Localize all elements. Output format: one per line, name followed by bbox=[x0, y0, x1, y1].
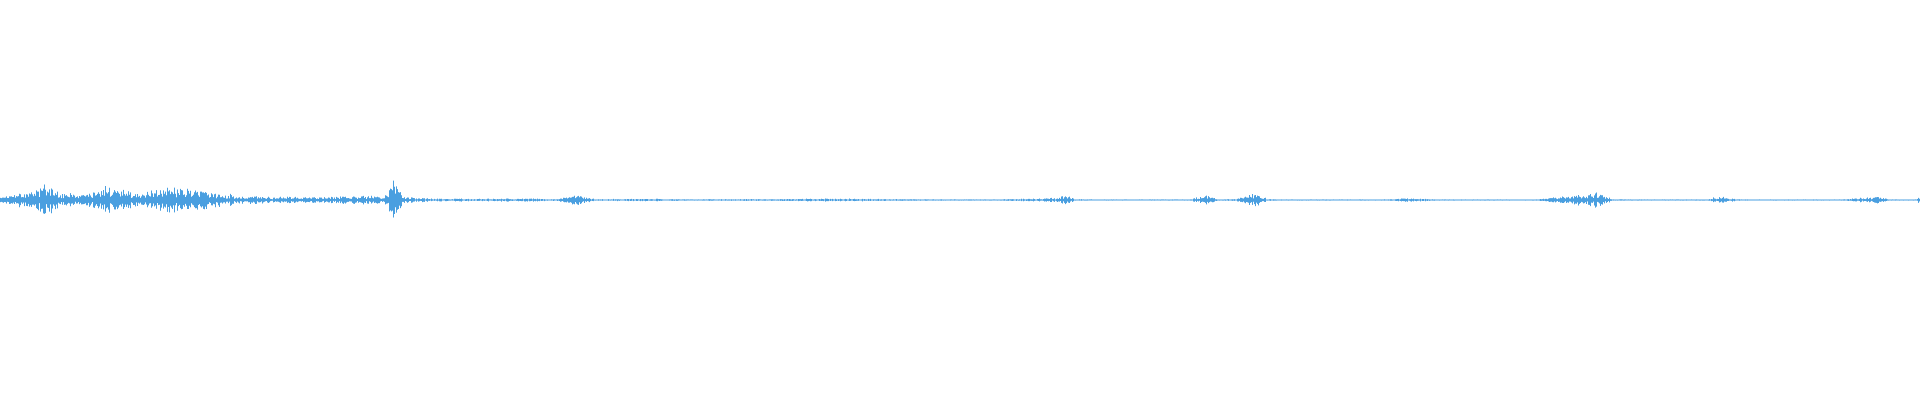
waveform-samples bbox=[0, 180, 1920, 218]
